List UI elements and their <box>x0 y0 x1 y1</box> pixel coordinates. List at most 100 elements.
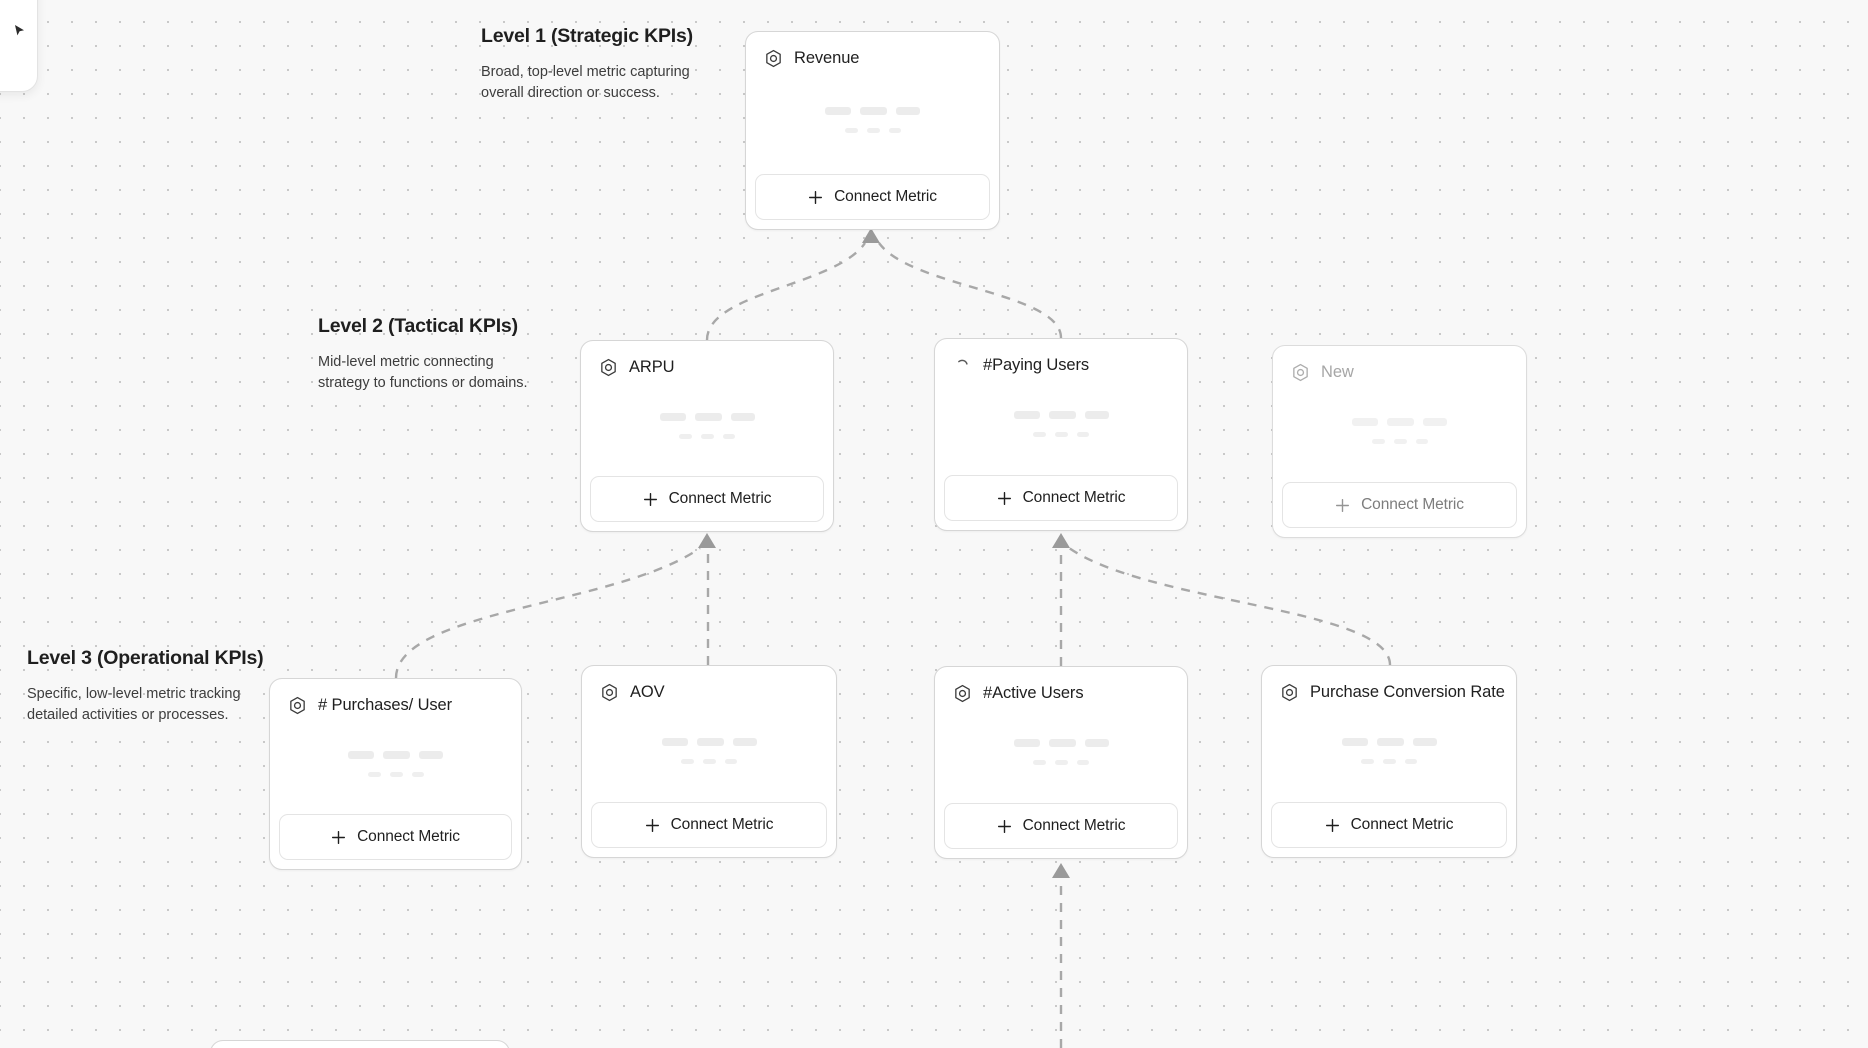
skeleton-bar <box>860 107 887 115</box>
plus-icon <box>997 819 1011 833</box>
metric-card-partial-offscreen[interactable] <box>210 1040 510 1048</box>
skeleton-bar <box>679 433 692 439</box>
metric-card-revenue[interactable]: Revenue Connect Metric <box>745 31 1000 230</box>
connect-metric-button-arpu[interactable]: Connect Metric <box>590 476 824 522</box>
plus-icon <box>997 491 1011 505</box>
skeleton-bar <box>1084 411 1109 419</box>
skeleton-bar <box>1341 738 1368 746</box>
skeleton-row-primary <box>825 107 920 115</box>
connect-metric-button-aov[interactable]: Connect Metric <box>591 802 827 848</box>
skeleton-bar <box>1055 432 1068 437</box>
card-skeleton-body <box>1262 702 1516 802</box>
card-footer: Connect Metric <box>582 802 836 857</box>
level-1-title: Level 1 (Strategic KPIs) <box>481 25 693 47</box>
card-header: #Paying Users <box>935 339 1187 375</box>
connect-metric-button-paying-users[interactable]: Connect Metric <box>944 475 1178 521</box>
card-header: # Purchases/ User <box>270 679 521 715</box>
skeleton-bar <box>389 771 403 777</box>
level-2-title: Level 2 (Tactical KPIs) <box>318 315 518 337</box>
connect-metric-label: Connect Metric <box>357 828 460 845</box>
skeleton-row-primary <box>1013 411 1109 419</box>
card-header: New <box>1273 346 1526 382</box>
level-2-label: Level 2 (Tactical KPIs) Mid-level metric… <box>318 314 533 394</box>
hexagon-metric-icon <box>766 49 781 68</box>
spinner-icon <box>958 359 968 365</box>
skeleton-bar <box>732 738 757 746</box>
hexagon-metric-icon <box>601 358 616 377</box>
card-skeleton-body <box>1273 382 1526 482</box>
connect-metric-label: Connect Metric <box>670 816 774 833</box>
connect-metric-label: Connect Metric <box>834 188 937 205</box>
plus-icon <box>643 492 657 506</box>
skeleton-bar <box>1415 439 1428 444</box>
skeleton-bar <box>696 738 724 746</box>
skeleton-row-primary <box>1013 739 1109 747</box>
skeleton-row-primary <box>348 750 443 759</box>
metric-card-purchases-per-user[interactable]: # Purchases/ User Connect Metric <box>269 678 522 870</box>
hexagon-metric-icon <box>955 684 970 703</box>
card-skeleton-body <box>746 68 999 174</box>
skeleton-bar <box>1405 759 1417 764</box>
skeleton-bar <box>888 128 901 133</box>
skeleton-bar <box>701 433 714 439</box>
skeleton-row-secondary <box>681 759 737 764</box>
skeleton-bar <box>1077 432 1089 437</box>
connect-metric-label: Connect Metric <box>668 490 772 507</box>
card-footer: Connect Metric <box>935 475 1187 530</box>
skeleton-bar <box>866 128 880 133</box>
card-title: ARPU <box>629 358 675 376</box>
card-skeleton-body <box>581 377 833 476</box>
skeleton-bar <box>659 412 686 421</box>
skeleton-bar <box>383 750 410 759</box>
level-2-description: Mid-level metric connecting strategy to … <box>318 354 528 392</box>
skeleton-row-secondary <box>1033 432 1089 437</box>
connect-metric-button-purchases-per-user[interactable]: Connect Metric <box>279 814 512 860</box>
skeleton-bar <box>1084 739 1109 747</box>
skeleton-bar <box>1077 760 1089 765</box>
connect-metric-button-revenue[interactable]: Connect Metric <box>755 174 990 220</box>
metric-card-purchase-conversion-rate[interactable]: Purchase Conversion Rate Connect Metric <box>1261 665 1517 858</box>
metric-card-aov[interactable]: AOV Connect Metric <box>581 665 837 858</box>
level-1-label: Level 1 (Strategic KPIs) Broad, top-leve… <box>481 24 696 104</box>
level-3-title: Level 3 (Operational KPIs) <box>27 647 264 669</box>
card-skeleton-body <box>935 375 1187 475</box>
connect-metric-button-purchase-conversion-rate[interactable]: Connect Metric <box>1271 802 1507 848</box>
card-footer: Connect Metric <box>1262 802 1516 857</box>
card-title: Purchase Conversion Rate <box>1310 683 1505 701</box>
skeleton-row-primary <box>659 412 755 421</box>
skeleton-bar <box>1352 418 1378 426</box>
metric-card-active-users[interactable]: #Active Users Connect Metric <box>934 666 1188 859</box>
card-header: #Active Users <box>935 667 1187 703</box>
connect-metric-label: Connect Metric <box>1361 496 1464 513</box>
card-header: Purchase Conversion Rate <box>1262 666 1516 702</box>
skeleton-row-secondary <box>844 128 901 133</box>
skeleton-row-secondary <box>1361 759 1417 764</box>
connect-metric-label: Connect Metric <box>1022 489 1126 506</box>
skeleton-bar <box>1387 418 1414 426</box>
skeleton-bar <box>723 433 735 439</box>
floating-panel-fragment[interactable] <box>0 0 38 92</box>
skeleton-bar <box>725 759 737 764</box>
metric-card-arpu[interactable]: ARPU Connect Metric <box>580 340 834 532</box>
skeleton-bar <box>1013 739 1040 747</box>
cursor-icon <box>15 25 24 36</box>
skeleton-row-primary <box>1352 418 1447 426</box>
hexagon-metric-icon <box>1282 683 1297 702</box>
card-title: # Purchases/ User <box>318 696 453 714</box>
metric-card-new[interactable]: New Connect Metric <box>1272 345 1527 538</box>
card-title: AOV <box>630 683 665 701</box>
card-title: New <box>1321 363 1354 381</box>
skeleton-bar <box>1048 739 1076 747</box>
card-footer: Connect Metric <box>270 814 521 869</box>
connect-metric-button-new[interactable]: Connect Metric <box>1282 482 1517 528</box>
metric-card-paying-users[interactable]: #Paying Users Connect Metric <box>934 338 1188 531</box>
skeleton-bar <box>1383 759 1396 764</box>
plus-icon <box>645 818 659 832</box>
hexagon-metric-icon <box>1293 363 1308 382</box>
skeleton-bar <box>419 750 443 759</box>
card-skeleton-body <box>935 703 1187 803</box>
card-header: AOV <box>582 666 836 702</box>
connect-metric-button-active-users[interactable]: Connect Metric <box>944 803 1178 849</box>
level-3-label: Level 3 (Operational KPIs) Specific, low… <box>27 646 264 726</box>
skeleton-bar <box>1033 760 1046 765</box>
